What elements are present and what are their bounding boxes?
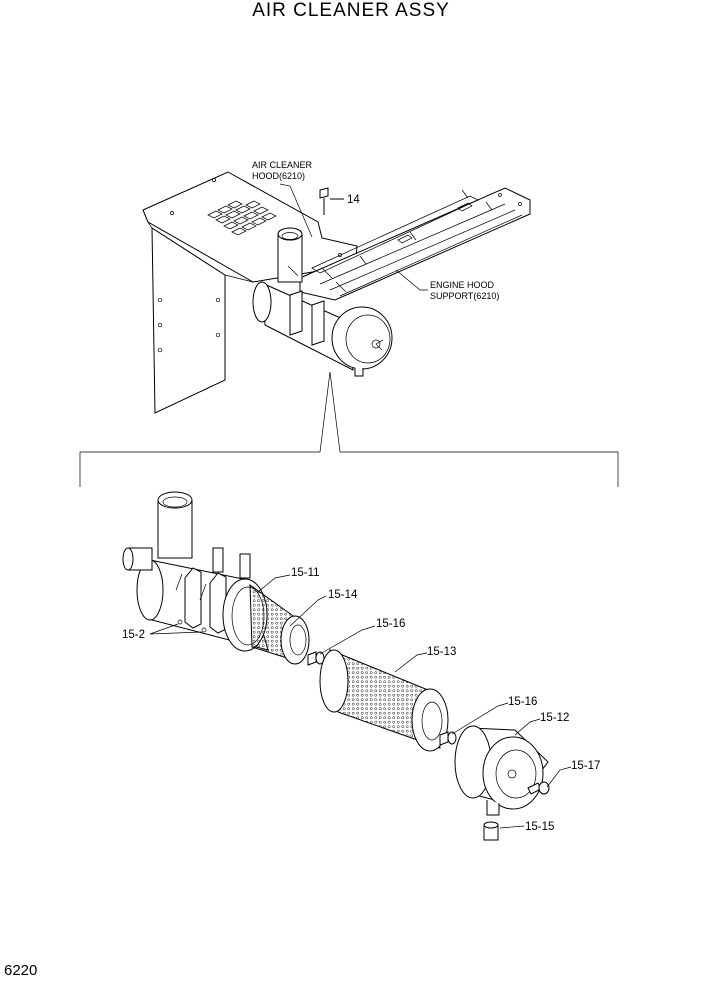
- label-part-15-12: 15-12: [540, 712, 569, 724]
- hood-leader: [279, 183, 313, 238]
- air-cleaner-body: [122, 491, 269, 652]
- vent-grid: [207, 200, 277, 236]
- label-hood-line1: AIR CLEANER: [252, 160, 313, 170]
- label-support-line2: SUPPORT(6210): [430, 291, 499, 301]
- page-number: 6220: [4, 962, 38, 979]
- primary-element-15-13: [319, 649, 449, 752]
- label-part-15-16-a: 15-16: [376, 618, 405, 630]
- label-hood-line2: HOOD(6210): [252, 171, 305, 181]
- explode-bracket: [79, 371, 619, 487]
- label-support-line1: ENGINE HOOD: [430, 280, 495, 290]
- label-part-15-14: 15-14: [328, 589, 358, 601]
- support-leader: [395, 269, 428, 291]
- label-part-15-13: 15-13: [427, 646, 456, 658]
- hood-plate-assembly: [142, 171, 358, 414]
- wing-nut-15-16-a: [307, 651, 325, 666]
- diagram-title: AIR CLEANER ASSY: [252, 0, 450, 21]
- air-cleaner-installed: [252, 227, 393, 377]
- label-part-15-11: 15-11: [291, 567, 320, 579]
- label-part-14: 14: [347, 194, 360, 206]
- wing-nut-15-16-b: [439, 731, 457, 746]
- bolt-14: [319, 187, 344, 215]
- safety-element-15-14: [249, 584, 310, 665]
- label-part-15-16-b: 15-16: [508, 696, 537, 708]
- cover-15-12: [454, 725, 549, 816]
- label-part-15-17: 15-17: [571, 760, 600, 772]
- callout-leaders: [149, 574, 572, 829]
- wing-nut-15-17: [527, 781, 550, 795]
- label-part-15-2: 15-2: [122, 629, 145, 641]
- evacuator-valve-15-15: [483, 821, 499, 841]
- label-part-15-15: 15-15: [525, 821, 554, 833]
